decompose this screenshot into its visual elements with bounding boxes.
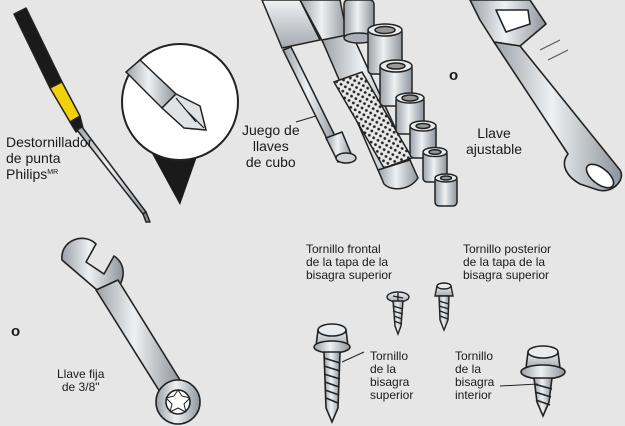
phillips-tip-magnifier-icon bbox=[121, 43, 239, 205]
screwdriver-label-line3: Philips bbox=[6, 166, 48, 182]
sockets-icon bbox=[343, 0, 458, 207]
adjustable-wrench-label: Llave ajustable bbox=[466, 125, 522, 157]
bottom-hinge-screw-label-line1: Tornillo bbox=[455, 349, 494, 363]
screwdriver-label-line1: Destornillador bbox=[6, 134, 93, 150]
front-cover-screw-label-line1: Tornillo frontal bbox=[306, 242, 381, 256]
front-cover-screw-label-line3: bisagra superior bbox=[306, 268, 393, 282]
or-label-top: o bbox=[449, 67, 459, 84]
rear-cover-screw-label-line1: Tornillo posterior bbox=[463, 242, 552, 256]
bottom-hinge-screw-label-line4: interior bbox=[455, 388, 492, 402]
open-wrench-label-line1: Llave fija bbox=[57, 367, 105, 381]
bottom-hinge-screw-icon bbox=[520, 345, 566, 419]
front-cover-screw-icon bbox=[386, 291, 410, 336]
open-wrench-label: Llave fija de 3/8" bbox=[57, 368, 104, 394]
socket-set-label-line2: llaves bbox=[252, 138, 289, 154]
rear-cover-screw-label-line2: de la tapa de la bbox=[463, 255, 546, 269]
combination-wrench-icon bbox=[61, 237, 201, 425]
or-label-bottom: o bbox=[11, 323, 21, 340]
bottom-hinge-screw-label-line3: bisagra bbox=[455, 375, 495, 389]
screwdriver-icon bbox=[13, 7, 151, 223]
rear-cover-screw-label-line3: bisagra superior bbox=[463, 268, 550, 282]
top-hinge-screw-label-line4: superior bbox=[370, 388, 414, 402]
front-cover-screw-label: Tornillo frontal de la tapa de la bisagr… bbox=[306, 243, 392, 282]
rear-cover-screw-label: Tornillo posterior de la tapa de la bisa… bbox=[463, 243, 551, 282]
screwdriver-label: Destornillador de punta PhilipsMR bbox=[6, 134, 92, 182]
adjustable-wrench-label-line1: Llave bbox=[477, 125, 511, 141]
top-hinge-screw-label-line3: bisagra bbox=[370, 375, 410, 389]
open-wrench-label-line2: de 3/8" bbox=[61, 380, 100, 394]
top-hinge-screw-label-line1: Tornillo bbox=[370, 349, 409, 363]
bottom-hinge-screw-label: Tornillo de la bisagra interior bbox=[455, 350, 494, 402]
socket-set-label-line3: de cubo bbox=[245, 154, 296, 170]
adjustable-wrench-icon bbox=[469, 0, 623, 192]
rear-cover-screw-icon bbox=[434, 282, 454, 332]
socket-set-label: Juego de llaves de cubo bbox=[242, 122, 300, 170]
bottom-hinge-screw-label-line2: de la bbox=[455, 362, 482, 376]
front-cover-screw-label-line2: de la tapa de la bbox=[306, 255, 389, 269]
ratchet-handle-icon bbox=[261, 0, 419, 190]
trademark-sup: MR bbox=[47, 169, 59, 176]
adjustable-wrench-label-line2: ajustable bbox=[466, 141, 523, 157]
top-hinge-screw-icon bbox=[313, 323, 351, 425]
extension-bar-icon bbox=[281, 46, 357, 164]
top-hinge-screw-label: Tornillo de la bisagra superior bbox=[370, 350, 413, 402]
screwdriver-label-line2: de punta bbox=[6, 150, 61, 166]
socket-set-label-line1: Juego de bbox=[242, 122, 300, 138]
top-hinge-screw-label-line2: de la bbox=[370, 362, 397, 376]
leader-lines bbox=[295, 115, 539, 387]
